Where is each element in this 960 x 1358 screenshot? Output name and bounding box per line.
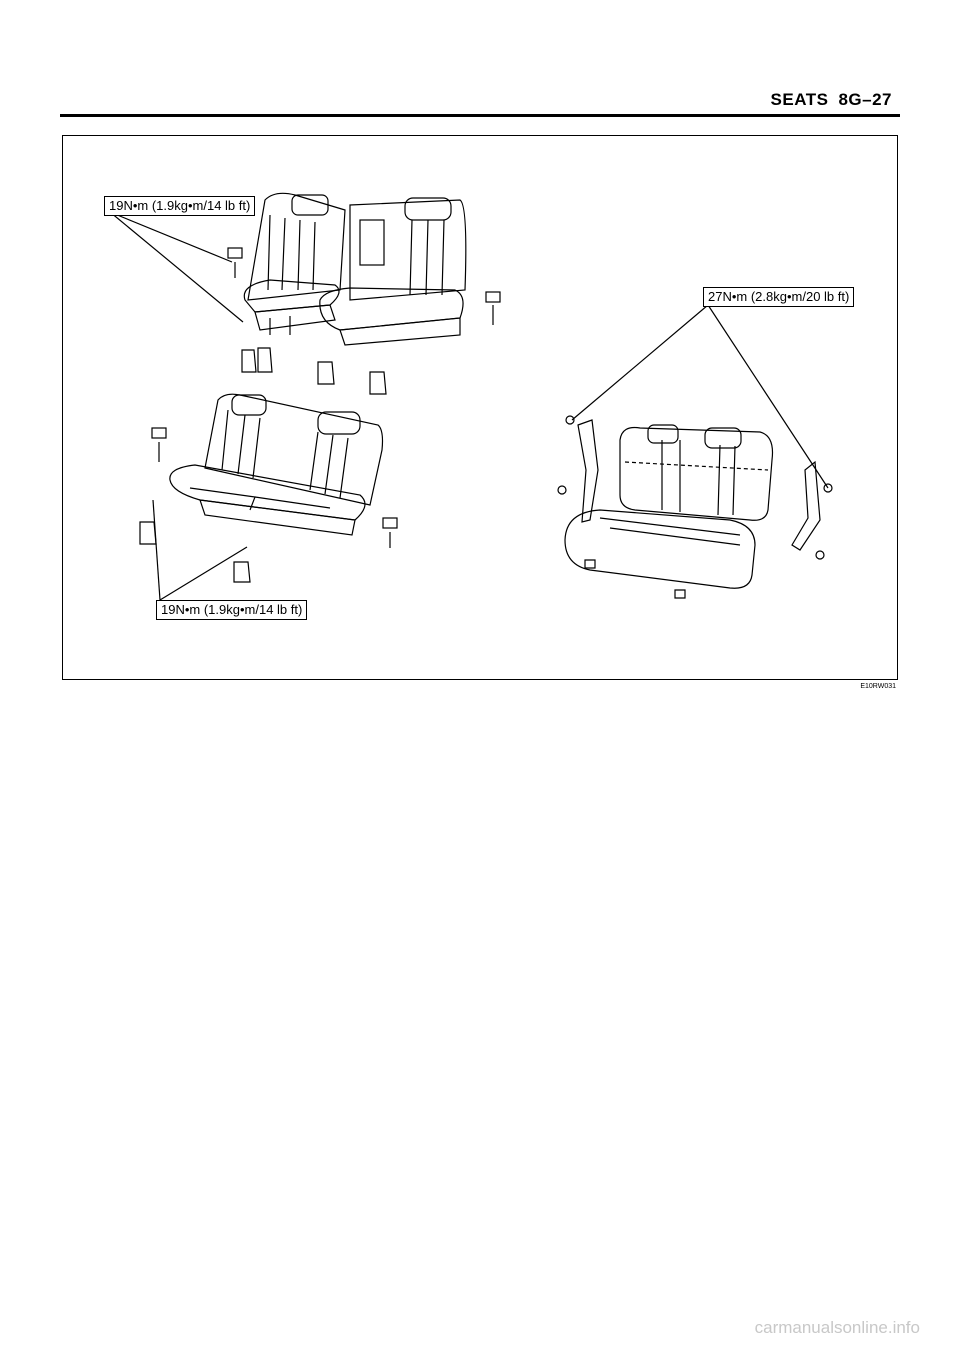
page-number: 8G–27 [838,90,892,109]
torque-callout-bench-seat: 19N•m (1.9kg•m/14 lb ft) [156,600,308,620]
watermark-text: carmanualsonline.info [754,1318,920,1337]
page-header: SEATS 8G–27 [771,90,892,110]
figure-frame [62,135,898,680]
second-row-bench-seat [169,393,384,536]
third-row-right-seat [319,197,467,346]
torque-callout-hinge: 27N•m (2.8kg•m/20 lb ft) [703,287,855,307]
figure-id: E10RW031 [860,683,896,690]
folded-seat [564,424,774,589]
header-rule [60,114,900,117]
section-title: SEATS [770,90,829,109]
hinge-brackets [557,415,833,560]
torque-callout-rear-seat: 19N•m (1.9kg•m/14 lb ft) [104,196,256,216]
third-row-left-seat [243,192,346,335]
bolts-and-clips [139,247,686,599]
